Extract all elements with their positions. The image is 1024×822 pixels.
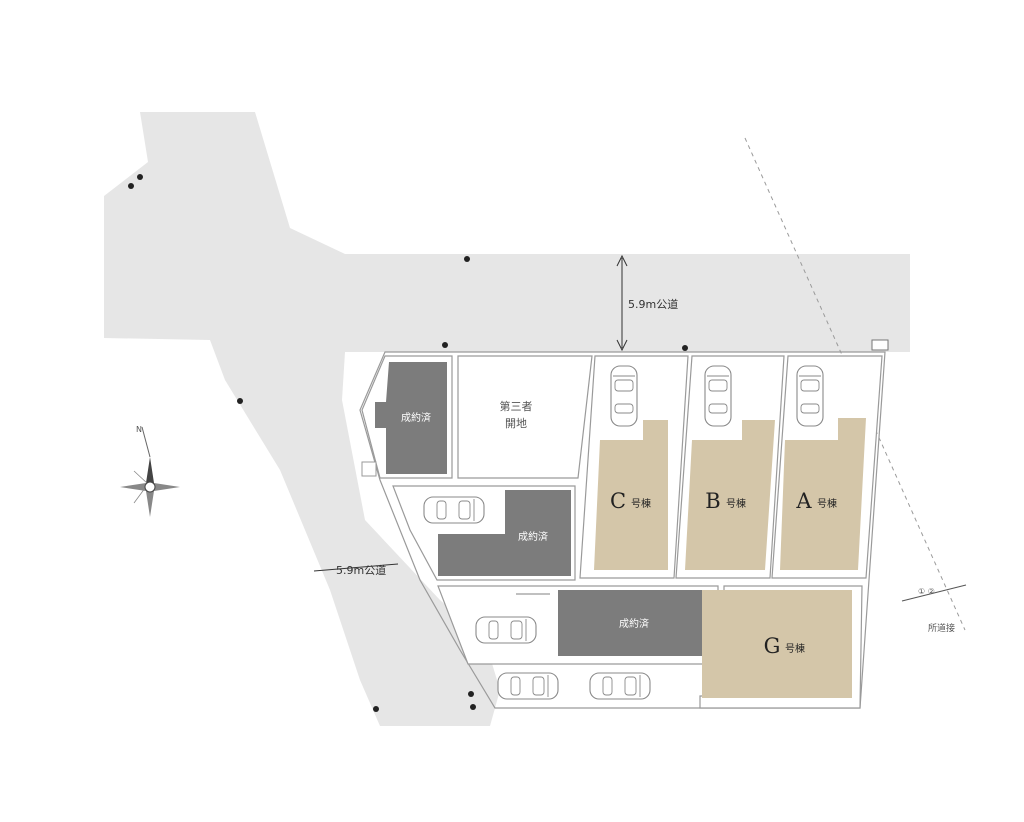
unit-g-suffix: 号棟 [785, 642, 805, 655]
boundary-marker-dot [470, 704, 476, 710]
unit-c-letter: C [610, 489, 626, 513]
unit-b-building [685, 420, 775, 570]
third-party-label-line1: 第三者 [500, 399, 533, 413]
boundary-marker-dot [464, 256, 470, 262]
adjacent-boundary-line [744, 137, 966, 631]
north-road-arrowhead-bottom [616, 339, 628, 352]
west-road-width-arrow [313, 563, 399, 572]
compass-north-label: N [136, 425, 142, 434]
compass-rose [120, 426, 180, 517]
third-party-lot [457, 355, 593, 479]
unit-a-letter: A [795, 489, 812, 513]
boundary-marker-dot [442, 342, 448, 348]
sold-lot-top-left-label: 成約済 [401, 411, 431, 424]
boundary-annotation-label: ① ② [918, 587, 935, 596]
unit-b-suffix: 号棟 [726, 497, 746, 510]
parking-car-bottom-1 [497, 672, 559, 700]
parking-car-c [610, 365, 638, 427]
small-box-marker [361, 461, 377, 477]
sold-lot-lower-label: 成約済 [619, 617, 649, 630]
third-party-label-line2: 開地 [505, 417, 527, 430]
boundary-annotation-caption: 所道接 [928, 622, 955, 634]
sold-lot-middle-label: 成約済 [518, 530, 548, 543]
boundary-marker-dot [137, 174, 143, 180]
sold-lot-middle [438, 490, 571, 576]
unit-g-letter: G [764, 634, 781, 658]
north-public-road [265, 254, 910, 352]
boundary-annotation-line [901, 584, 967, 602]
west-public-road [104, 112, 500, 726]
parking-car-lower [475, 616, 537, 644]
parking-car-bottom-2 [589, 672, 651, 700]
unit-a-suffix: 号棟 [817, 497, 837, 510]
unit-c-suffix: 号棟 [631, 497, 651, 510]
parking-car-a [796, 365, 824, 427]
unit-c-building [594, 420, 668, 570]
north-road-label: 5.9m公道 [628, 297, 678, 311]
meter-box [871, 339, 889, 351]
parking-car-middle [423, 496, 485, 524]
sold-lot-top-left [375, 362, 447, 474]
north-road-arrowhead-top [616, 254, 628, 267]
boundary-marker-dot [373, 706, 379, 712]
west-road-label: 5.9m公道 [336, 563, 386, 577]
boundary-marker-dot [128, 183, 134, 189]
boundary-marker-dot [468, 691, 474, 697]
unit-b-letter: B [705, 489, 720, 513]
parking-car-b [704, 365, 732, 427]
boundary-marker-dot [682, 345, 688, 351]
sold-lot-lower [558, 590, 712, 656]
boundary-marker-dot [237, 398, 243, 404]
unit-a-building [780, 418, 866, 570]
property-outline [359, 351, 886, 709]
unit-g-building [702, 590, 852, 698]
